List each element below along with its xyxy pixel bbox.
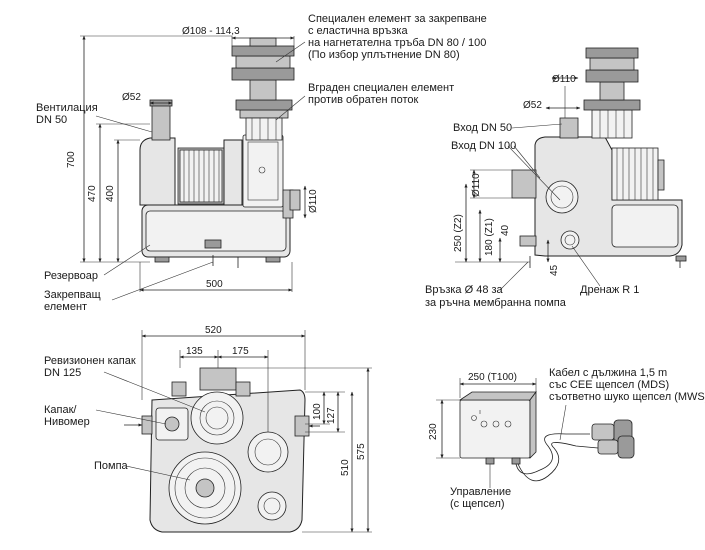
side-motor (611, 147, 659, 201)
label-control: Управление (с щепсел) (450, 486, 514, 510)
dim-height-700: 700 (66, 151, 77, 168)
dim-575: 575 (356, 443, 367, 460)
front-check-valve (235, 99, 293, 141)
front-control-box (242, 134, 284, 208)
label-ventilation: Вентилация DN 50 (36, 102, 101, 126)
dim-top-52: Ø52 (523, 100, 542, 111)
label-check-valve: Вграден специален елемент против обратен… (308, 82, 457, 106)
plug-cee (591, 423, 615, 441)
front-vent-pipe (151, 103, 171, 141)
side-flange (559, 47, 641, 139)
plug-schuko (597, 439, 619, 455)
dim-z2: 250 (Z2) (453, 214, 464, 252)
dim-top-520: 520 (205, 325, 222, 336)
dim-height-470: 470 (87, 185, 98, 202)
label-reservoir: Резервоар (44, 270, 98, 282)
dim-vent: Ø52 (122, 92, 141, 103)
dim-top-110: Ø110 (552, 74, 576, 85)
label-fixing-element: Закрепващ елемент (44, 289, 104, 313)
dim-127: 127 (326, 407, 337, 424)
dim-z1: 180 (Z1) (484, 218, 495, 256)
label-pump: Помпа (94, 460, 129, 472)
label-inlet-dn100: Вход DN 100 (451, 140, 516, 152)
front-housing (139, 137, 176, 206)
dim-inlet-110: Ø110 (471, 173, 482, 197)
dim-side-pipe: Ø110 (308, 189, 319, 213)
top-inspection-cover (190, 391, 244, 445)
dim-control-height: 230 (428, 423, 439, 440)
label-special-element: Специален елемент за закрепване с еласти… (308, 13, 490, 61)
label-cable: Кабел с дължина 1,5 m със CEE щепсел (MD… (549, 367, 705, 403)
dim-40: 40 (500, 224, 511, 236)
control-box-view: 250 (T100) 230 Кабел с дължина 1,5 m със… (428, 367, 705, 510)
side-view: Ø110 Ø52 Ø110 250 (Z2) 180 (Z1) 40 45 Вх… (425, 47, 687, 309)
dim-135: 135 (186, 346, 203, 357)
dim-45: 45 (549, 264, 560, 276)
side-inlet-dn100 (511, 169, 537, 199)
front-flange (231, 37, 295, 101)
dim-175: 175 (232, 346, 249, 357)
label-cover-level: Капак/ Нивомер (44, 404, 90, 428)
front-motor (179, 149, 223, 203)
label-connection: Връзка Ø 48 за за ръчна мембранна помпа (425, 284, 567, 309)
label-drain: Дренаж R 1 (580, 284, 639, 296)
side-drain (560, 230, 580, 250)
dim-flange: Ø108 - 114,3 (182, 26, 240, 37)
top-view: 520 135 175 100 127 510 575 Ревизионен к… (44, 325, 372, 533)
dim-510: 510 (340, 459, 351, 476)
dim-100: 100 (312, 403, 323, 420)
dim-width-500: 500 (206, 279, 223, 290)
label-inspection-cover: Ревизионен капак DN 125 (44, 355, 139, 379)
control-cable (515, 433, 590, 475)
control-box (459, 399, 531, 459)
label-inlet-dn50: Вход DN 50 (453, 122, 512, 134)
dim-height-400: 400 (105, 185, 116, 202)
dim-control-width: 250 (T100) (468, 372, 517, 383)
front-view: Ø108 - 114,3 Ø52 700 470 400 Ø110 500 Сп… (36, 13, 490, 313)
